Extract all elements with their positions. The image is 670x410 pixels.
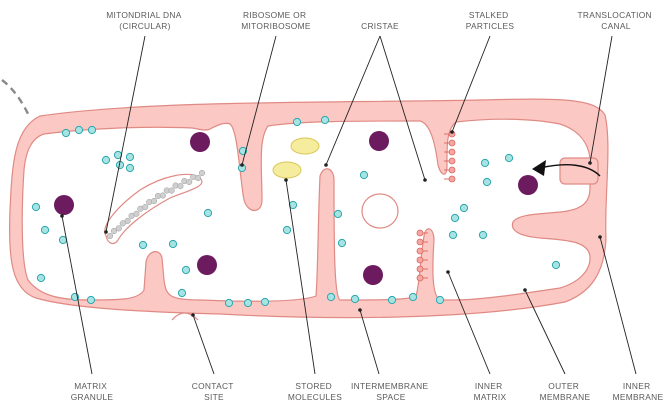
ribosome (32, 203, 39, 210)
ribosome (126, 164, 133, 171)
ribosome (87, 296, 94, 303)
matrix-granule (54, 195, 74, 215)
ribosome (75, 126, 82, 133)
label-contact-site: CONTACT SITE (192, 381, 236, 402)
ribosome (505, 154, 512, 161)
ribosome (449, 231, 456, 238)
ribosome (62, 129, 69, 136)
label-stored-molecules: STORED MOLECULES (288, 381, 342, 402)
stalk-head (417, 248, 423, 254)
stored-molecule (273, 162, 301, 178)
label-inner-matrix: INNER MATRIX (474, 381, 507, 402)
dna-bead (195, 175, 201, 181)
ribosome (59, 236, 66, 243)
stalk-head (449, 149, 455, 155)
stalk-head (449, 158, 455, 164)
ribosome (388, 296, 395, 303)
dna-bead (125, 218, 131, 224)
ribosome (204, 209, 211, 216)
stalk-head (417, 239, 423, 245)
ribosome (41, 226, 48, 233)
matrix-granule (363, 265, 383, 285)
ribosome (481, 159, 488, 166)
ribosome (483, 178, 490, 185)
ribosome (334, 210, 341, 217)
ribosome (351, 295, 358, 302)
matrix-granule (197, 255, 217, 275)
matrix-vesicle (362, 194, 398, 228)
stalk-head (449, 176, 455, 182)
dna-bead (134, 211, 140, 217)
ribosome (338, 239, 345, 246)
ribosome (178, 289, 185, 296)
ribosome (283, 226, 290, 233)
dna-bead (116, 226, 122, 232)
ribosome (552, 261, 559, 268)
stalk-head (449, 140, 455, 146)
ribosome (360, 171, 367, 178)
ribosome (327, 293, 334, 300)
ribosome (293, 118, 300, 125)
dna-bead (107, 233, 113, 239)
label-stalked-particles: STALKED PARTICLES (466, 10, 515, 31)
dna-bead (151, 198, 157, 204)
dna-bead (199, 170, 205, 176)
matrix-granule (369, 131, 389, 151)
label-mitochondrial-dna: MITONDRIAL DNA (CIRCULAR) (106, 10, 184, 31)
dna-bead (186, 179, 192, 185)
ribosome (182, 266, 189, 273)
ribosome (169, 240, 176, 247)
label-intermembrane-space: INTERMEMBRANE SPACE (351, 381, 431, 402)
ribosome (479, 231, 486, 238)
label-translocation-canal: TRANSLOCATION CANAL (577, 10, 654, 31)
ribosome (139, 241, 146, 248)
stalk-head (417, 230, 423, 236)
ribosome (88, 126, 95, 133)
stalk-head (417, 275, 423, 281)
ribosome (126, 153, 133, 160)
ribosome (102, 156, 109, 163)
matrix-granule (518, 175, 538, 195)
label-matrix-granule: MATRIX GRANULE (71, 381, 114, 402)
dna-bead (178, 183, 184, 189)
stalk-head (417, 266, 423, 272)
label-cristae: CRISTAE (361, 21, 399, 31)
ribosome (451, 214, 458, 221)
dna-bead (142, 204, 148, 210)
stalk-head (449, 167, 455, 173)
ribosome (436, 296, 443, 303)
ribosome (225, 299, 232, 306)
dashed-arc (2, 80, 30, 118)
dna-bead (169, 188, 175, 194)
label-inner-membrane: INNER MEMBRANE (613, 381, 664, 402)
dna-bead (160, 193, 166, 199)
ribosome (37, 274, 44, 281)
ribosome (321, 116, 328, 123)
label-outer-membrane: OUTER MEMBRANE (540, 381, 591, 402)
matrix-granule (190, 132, 210, 152)
ribosome (409, 293, 416, 300)
ribosome (244, 299, 251, 306)
stored-molecule (291, 138, 319, 154)
ribosome (261, 298, 268, 305)
ribosome (460, 204, 467, 211)
label-ribosome: RIBOSOME OR MITORIBOSOME (241, 10, 311, 31)
stalk-head (417, 257, 423, 263)
